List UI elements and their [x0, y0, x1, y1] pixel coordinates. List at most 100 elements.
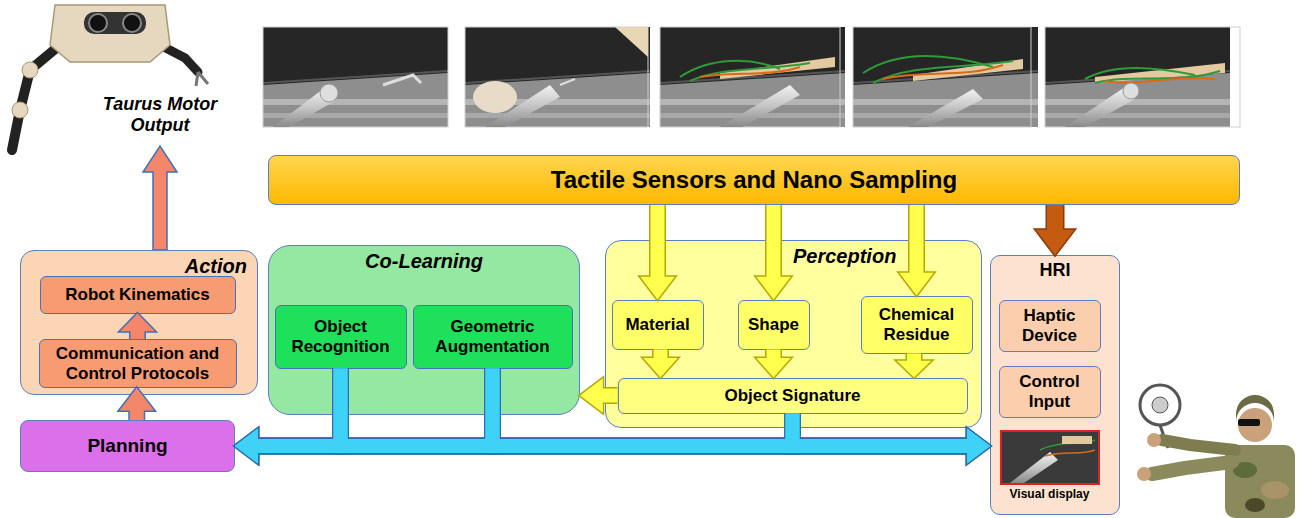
arrow-head [119, 388, 154, 410]
arrow-head-outline [235, 429, 258, 464]
display-screen [1002, 432, 1098, 483]
wire [700, 67, 800, 77]
sampling-photo [1045, 27, 1240, 127]
block-arrow [897, 354, 932, 378]
arrow-head [235, 429, 258, 464]
arrow-head [897, 361, 932, 378]
box-label: Shape [748, 315, 799, 335]
arrow-head [580, 378, 603, 413]
process-box: Material [612, 300, 704, 350]
arrow-head [756, 358, 791, 378]
connector-outline [899, 205, 934, 296]
box-label: Visual display [1010, 488, 1090, 502]
figure-caption: Taurus Motor Output [95, 94, 225, 135]
arrow-head [967, 429, 990, 464]
block-arrow [756, 350, 791, 378]
connector-outline [120, 314, 155, 339]
process-box: Chemical Residue [861, 296, 973, 354]
camera-lens [123, 14, 141, 32]
arrow-head-outline [235, 429, 258, 464]
process-box: Control Input [999, 366, 1101, 418]
arrow-head-outline [899, 273, 934, 296]
paper-sample [615, 27, 648, 57]
box-label: Object Signature [724, 386, 860, 406]
arrow-head-outline [1036, 230, 1074, 255]
arrow-shaft-outline [793, 414, 969, 447]
colearning-group: Co-LearningObject RecognitionGeometric A… [268, 245, 580, 415]
probe-tip [1123, 83, 1139, 99]
arrow-shaft-outline [602, 387, 618, 404]
photo-ground [660, 27, 845, 127]
motor-output-arrow [143, 146, 177, 250]
arrow-head [643, 358, 678, 378]
operator-arm [1152, 462, 1232, 474]
group-title: Action [21, 255, 257, 278]
arrow-shaft [907, 354, 921, 362]
arrow-shaft-outline [341, 369, 969, 447]
wire [883, 65, 1003, 79]
block-arrow [640, 205, 675, 300]
arrow-shaft [131, 330, 145, 339]
arrow-head [756, 277, 791, 300]
robot-gripper [196, 72, 208, 86]
box-label: Material [625, 315, 689, 335]
block-arrow [756, 205, 791, 300]
arrow-head [235, 429, 258, 464]
arrow-shaft-outline [1046, 205, 1065, 231]
connector-outline [756, 350, 791, 378]
signature-box: Object Signature [618, 378, 968, 414]
arrow-shaft [793, 414, 969, 447]
block-arrow [1036, 205, 1074, 255]
photo-border [660, 27, 840, 127]
arrow-head-outline [756, 277, 791, 300]
box-label: Tactile Sensors and Nano Sampling [551, 166, 957, 194]
arrow-head-outline [967, 429, 990, 464]
camouflage-spot [1261, 481, 1289, 499]
sensor-bar: Tactile Sensors and Nano Sampling [268, 155, 1240, 205]
operator-head [1238, 408, 1272, 442]
probe-tool [908, 89, 983, 127]
block-arrow [235, 414, 793, 464]
box-label: Object Recognition [282, 317, 400, 356]
arrow-shaft-outline [257, 369, 341, 447]
arrow-shaft [257, 369, 341, 447]
arrow-head [235, 429, 258, 464]
label-holder: Taurus Motor Output [95, 94, 225, 135]
arrow-head-outline [120, 314, 155, 332]
arrow-shaft-outline [906, 354, 923, 362]
haptic-device [1140, 385, 1180, 425]
camera-housing [84, 12, 146, 34]
probe-tip [320, 84, 338, 102]
sampling-photo [853, 27, 1038, 127]
box-label: Haptic Device [1006, 306, 1094, 345]
connector-outline [756, 205, 791, 300]
wire [1045, 450, 1095, 456]
arrow-head-outline [897, 361, 932, 378]
block-arrow [119, 388, 154, 420]
gripper-pad [473, 81, 517, 113]
arrow-shaft [257, 369, 493, 447]
arrow-shaft-outline [652, 350, 669, 359]
arrow-head-outline [967, 429, 990, 464]
wire [1085, 68, 1220, 83]
haptic-knob [1152, 397, 1168, 413]
box-label: Robot Kinematics [65, 285, 210, 305]
arrow-head [967, 429, 990, 464]
arrow-shaft [493, 369, 969, 447]
wire [863, 56, 1013, 83]
box-label: Communication and Control Protocols [46, 344, 230, 383]
arrow-shaft-outline [128, 409, 145, 420]
sampling-photo [263, 27, 448, 127]
arrow-head-outline [756, 358, 791, 378]
connector-outline [580, 378, 618, 413]
photo-border [465, 27, 648, 127]
connector-outline [897, 354, 932, 378]
arrow-shaft-outline [257, 369, 493, 447]
operator-hand [1137, 467, 1151, 481]
block-arrow [580, 378, 618, 413]
arrow-head-outline [235, 429, 258, 464]
arrow-shaft [257, 414, 793, 447]
arrow-head-outline [235, 429, 258, 464]
connector-outline [235, 414, 793, 464]
